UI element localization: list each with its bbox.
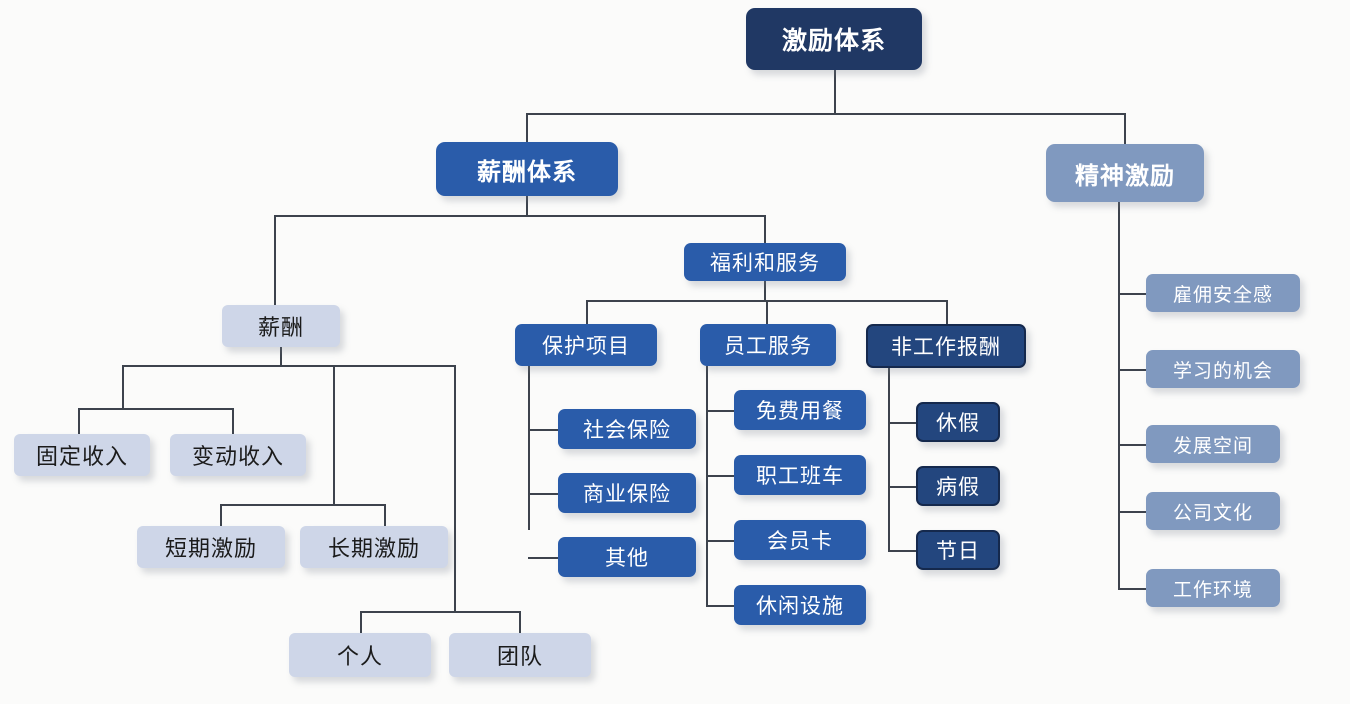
connector-salary-drop-income bbox=[122, 365, 124, 410]
connector-spirit-branch-3 bbox=[1118, 444, 1146, 446]
connector-non-work-pay-branch-3 bbox=[888, 550, 916, 552]
connector-drop-protect bbox=[586, 300, 588, 324]
connector-spirit-branch-5 bbox=[1118, 588, 1146, 590]
node-individual[interactable]: 个人 bbox=[289, 633, 431, 677]
node-membership-card[interactable]: 会员卡 bbox=[734, 520, 866, 560]
connector-root-stem bbox=[834, 70, 836, 115]
node-other-protection[interactable]: 其他 bbox=[558, 537, 696, 577]
connector-unit-bus bbox=[360, 611, 456, 613]
connector-drop-non-work-pay bbox=[946, 300, 948, 324]
node-vacation[interactable]: 休假 bbox=[916, 402, 1000, 442]
connector-salary-drop-unit bbox=[454, 365, 456, 612]
connector-emp-service-branch-1 bbox=[706, 410, 734, 412]
connector-non-work-pay-branch-2 bbox=[888, 486, 916, 488]
node-sick-leave[interactable]: 病假 bbox=[916, 466, 1000, 506]
node-free-meal[interactable]: 免费用餐 bbox=[734, 390, 866, 430]
connector-drop-salary bbox=[274, 215, 276, 305]
connector-drop-team bbox=[519, 611, 521, 633]
node-shuttle-bus[interactable]: 职工班车 bbox=[734, 455, 866, 495]
connector-protect-branch-2 bbox=[528, 493, 558, 495]
connector-drop-short-incentive bbox=[220, 504, 222, 526]
connector-protect-spine bbox=[528, 366, 530, 530]
node-fixed-income[interactable]: 固定收入 bbox=[14, 434, 150, 476]
connector-drop-benefits bbox=[764, 215, 766, 243]
node-benefits-and-services[interactable]: 福利和服务 bbox=[684, 243, 846, 281]
connector-emp-service-spine bbox=[706, 366, 708, 606]
connector-protect-branch-3 bbox=[528, 557, 558, 559]
connector-spirit-branch-1 bbox=[1118, 293, 1146, 295]
node-spiritual-incentive[interactable]: 精神激励 bbox=[1046, 144, 1204, 202]
node-root[interactable]: 激励体系 bbox=[746, 8, 922, 70]
connector-drop-comp-system bbox=[526, 113, 528, 145]
node-company-culture[interactable]: 公司文化 bbox=[1146, 492, 1280, 530]
connector-emp-service-branch-3 bbox=[706, 540, 734, 542]
connector-comp-system-bus bbox=[274, 215, 766, 217]
node-compensation-system[interactable]: 薪酬体系 bbox=[436, 142, 618, 196]
connector-root-bus bbox=[526, 113, 1126, 115]
connector-drop-variable-income bbox=[232, 408, 234, 434]
connector-unit-bus-right bbox=[454, 611, 521, 613]
node-employee-service[interactable]: 员工服务 bbox=[700, 324, 836, 366]
node-team[interactable]: 团队 bbox=[449, 633, 591, 677]
connector-salary-stem bbox=[280, 347, 282, 367]
connector-salary-bus bbox=[122, 365, 456, 367]
node-job-security[interactable]: 雇佣安全感 bbox=[1146, 274, 1300, 312]
node-short-term-incentive[interactable]: 短期激励 bbox=[137, 526, 285, 568]
connector-spirit-spine bbox=[1118, 202, 1120, 590]
connector-spirit-branch-2 bbox=[1118, 369, 1146, 371]
connector-emp-service-branch-4 bbox=[706, 605, 734, 607]
node-holiday[interactable]: 节日 bbox=[916, 530, 1000, 570]
connector-salary-drop-incentive bbox=[333, 365, 335, 505]
connector-incentive-bus bbox=[220, 504, 386, 506]
node-learning-opportunity[interactable]: 学习的机会 bbox=[1146, 350, 1300, 388]
node-growth-space[interactable]: 发展空间 bbox=[1146, 425, 1280, 463]
node-commercial-insurance[interactable]: 商业保险 bbox=[558, 473, 696, 513]
connector-benefits-stem bbox=[764, 281, 766, 302]
node-non-work-compensation[interactable]: 非工作报酬 bbox=[866, 324, 1026, 368]
node-variable-income[interactable]: 变动收入 bbox=[170, 434, 306, 476]
connector-drop-emp-service bbox=[766, 300, 768, 324]
node-long-term-incentive[interactable]: 长期激励 bbox=[300, 526, 448, 568]
node-social-insurance[interactable]: 社会保险 bbox=[558, 409, 696, 449]
node-leisure-facility[interactable]: 休闲设施 bbox=[734, 585, 866, 625]
connector-comp-system-stem bbox=[526, 195, 528, 217]
connector-income-bus bbox=[78, 408, 234, 410]
node-work-environment[interactable]: 工作环境 bbox=[1146, 569, 1280, 607]
node-protection-program[interactable]: 保护项目 bbox=[515, 324, 657, 366]
connector-protect-branch-1 bbox=[528, 429, 558, 431]
connector-drop-fixed-income bbox=[78, 408, 80, 434]
connector-drop-long-incentive bbox=[384, 504, 386, 526]
connector-spirit-branch-4 bbox=[1118, 511, 1146, 513]
connector-non-work-pay-branch-1 bbox=[888, 422, 916, 424]
connector-drop-individual bbox=[360, 611, 362, 633]
node-salary[interactable]: 薪酬 bbox=[222, 305, 340, 347]
connector-emp-service-branch-2 bbox=[706, 475, 734, 477]
connector-drop-spirit bbox=[1124, 113, 1126, 145]
connector-non-work-pay-spine bbox=[888, 368, 890, 550]
